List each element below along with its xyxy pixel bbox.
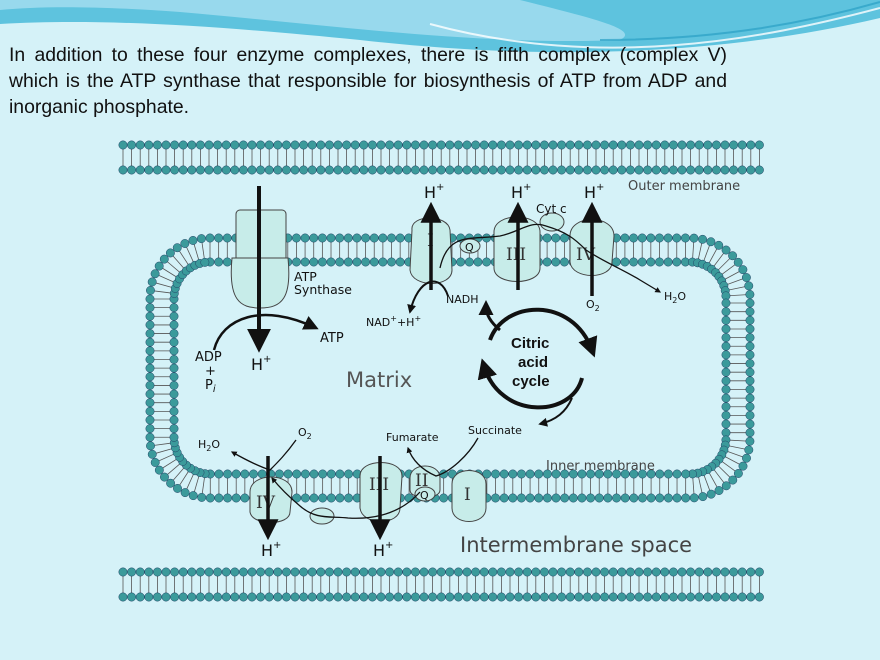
o2-label-bottom: O2 xyxy=(298,426,312,441)
h-plus-label-IV-bottom: H+ xyxy=(261,540,281,560)
h2o-label-top: H2O xyxy=(664,290,686,305)
h-plus-label-III: H+ xyxy=(511,182,531,202)
h-plus-label-I: H+ xyxy=(424,182,444,202)
atp-label: ATP xyxy=(320,331,344,346)
matrix-label: Matrix xyxy=(346,368,412,392)
outer-membrane-bottom xyxy=(118,567,764,602)
atp-synthase-label-1: ATP xyxy=(294,269,317,284)
intermembrane-space-label: Intermembrane space xyxy=(460,533,692,557)
adp-label: ADP xyxy=(195,350,222,365)
o2-label-top: O2 xyxy=(586,298,600,313)
cyt-c-label: Cyt c xyxy=(536,202,567,216)
matrix-h-plus-label: H+ xyxy=(251,354,271,374)
header-swoosh-line-2 xyxy=(599,1,880,41)
nadh-oxidation-arrow xyxy=(407,280,449,314)
h2o-label-bottom: H2O xyxy=(198,438,220,453)
fumarate-label: Fumarate xyxy=(386,431,439,444)
h-plus-label-III-bottom: H+ xyxy=(373,540,393,560)
nad-h-label: NAD++H+ xyxy=(366,314,421,329)
nadh-from-cycle-arrow xyxy=(478,300,501,332)
inner-membrane-label: Inner membrane xyxy=(546,459,655,474)
electron-path-top xyxy=(439,223,662,293)
succinate-label: Succinate xyxy=(468,424,522,437)
cycle-arrow-bottom xyxy=(477,358,584,410)
electron-path-bottom xyxy=(271,477,421,519)
atp-formation-arrow xyxy=(212,313,319,351)
atp-synthase-label-2: Synthase xyxy=(294,282,352,297)
complex-I-bottom-label: I xyxy=(464,485,471,505)
succinate-from-cycle-arrow xyxy=(538,397,573,427)
nadh-label: NADH xyxy=(446,293,479,306)
q-label-top: Q xyxy=(465,241,474,254)
citric-label-2: acid xyxy=(518,354,548,371)
succinate-fumarate-arrow xyxy=(406,437,479,477)
complex-I-bottom: I xyxy=(451,470,487,522)
complex-IV-bottom-label: IV xyxy=(256,493,276,513)
citric-acid-cycle xyxy=(477,300,598,427)
outer-membrane-label: Outer membrane xyxy=(628,179,740,194)
pi-label: Pi xyxy=(205,378,216,395)
complex-IV-bottom: IV xyxy=(249,476,293,523)
citric-label-1: Citric xyxy=(511,335,549,352)
o2-to-h2o-arrow-bottom xyxy=(230,439,297,471)
q-ellipse-bottom xyxy=(414,486,436,502)
header-swoosh-line xyxy=(429,7,880,49)
complex-II-bottom-label: II xyxy=(415,471,428,491)
h-plus-label-IV: H+ xyxy=(584,182,604,202)
atp-synthase-complex xyxy=(212,186,319,353)
q-label-bottom: Q xyxy=(420,489,429,502)
complex-III-top-label: III xyxy=(506,245,526,265)
outer-membrane-top xyxy=(118,140,764,175)
citric-label-3: cycle xyxy=(512,373,550,390)
header-swoosh-light xyxy=(0,0,626,42)
adp-plus-label: + xyxy=(205,364,216,379)
slide-caption: In addition to these four enzyme complex… xyxy=(9,44,727,118)
